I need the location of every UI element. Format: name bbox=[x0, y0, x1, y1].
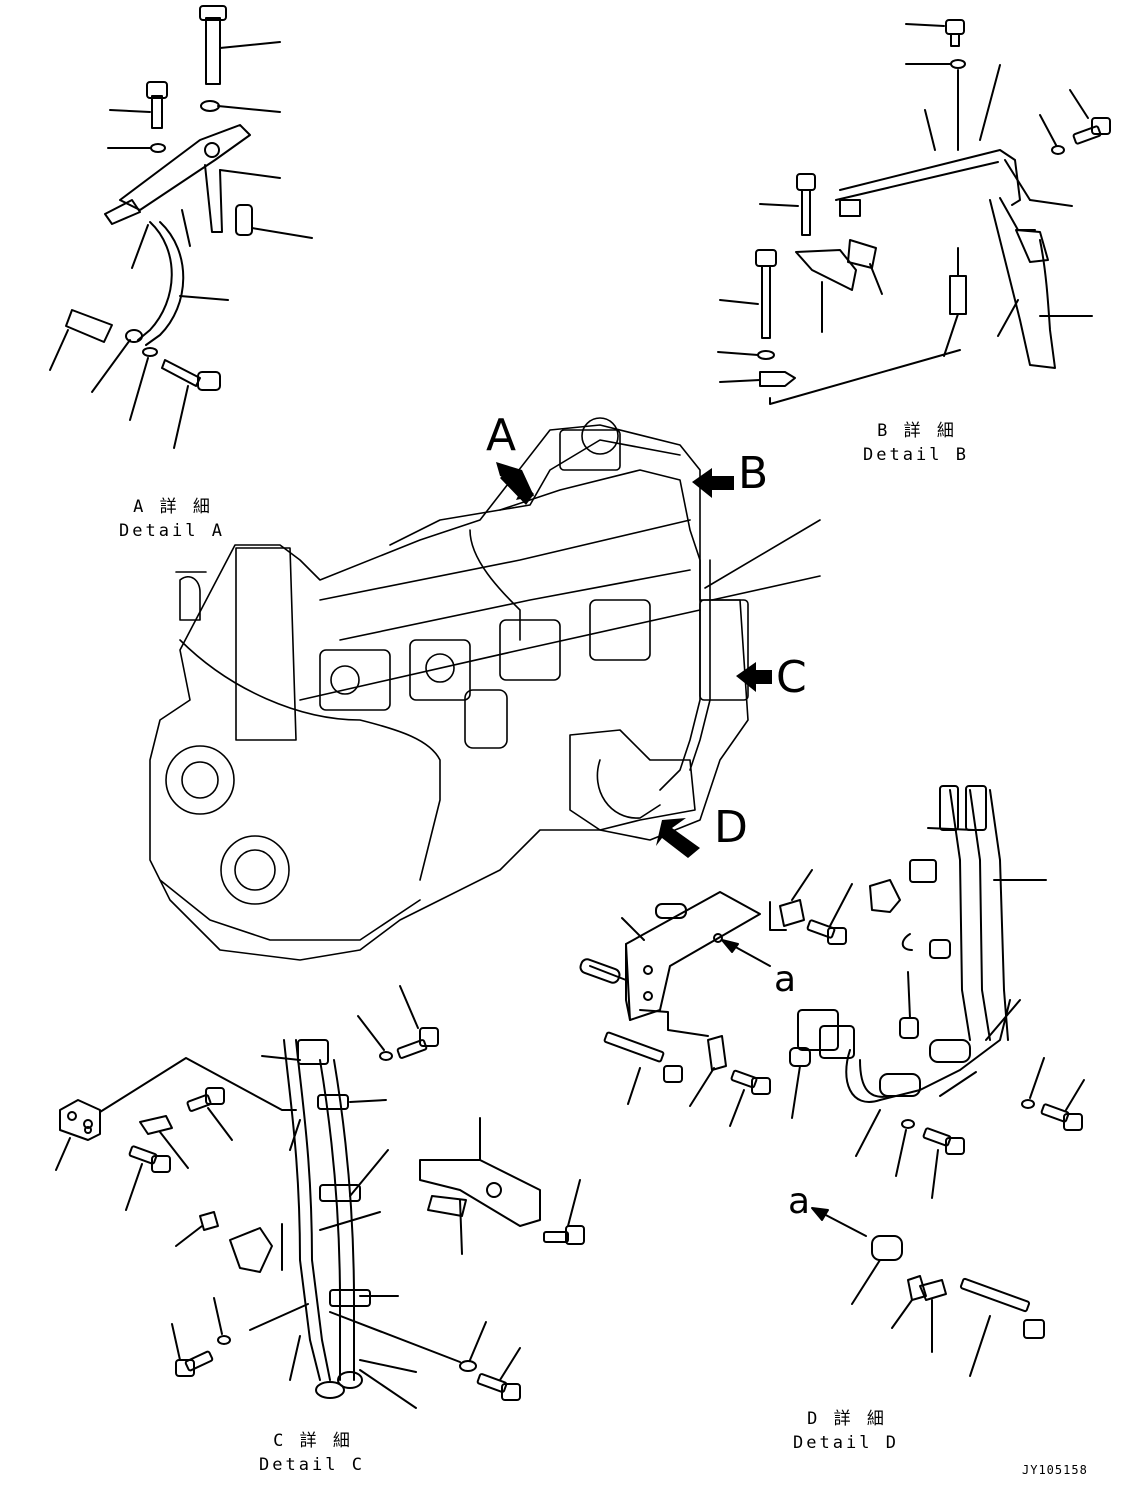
view-letter-c: C bbox=[776, 652, 807, 703]
detail-b-label-jp: B 詳 細 bbox=[877, 421, 957, 441]
view-arrow-c bbox=[736, 662, 772, 692]
detail-b-label-en: Detail B bbox=[863, 445, 969, 465]
direction-mark-a-upper: a bbox=[774, 959, 797, 1000]
view-letter-b: B bbox=[738, 448, 769, 499]
detail-b-drawing bbox=[717, 19, 1111, 405]
detail-c-label-jp: C 詳 細 bbox=[273, 1431, 353, 1451]
detail-c-label-en: Detail C bbox=[259, 1455, 365, 1475]
detail-c-drawing bbox=[55, 985, 585, 1409]
view-letter-a: A bbox=[486, 410, 517, 461]
detail-d-label-jp: D 詳 細 bbox=[807, 1409, 887, 1429]
engine-assembly bbox=[149, 417, 821, 961]
view-arrow-d bbox=[656, 818, 700, 858]
view-arrow-a bbox=[496, 462, 534, 505]
detail-d-drawing bbox=[579, 785, 1085, 1377]
view-letter-d: D bbox=[714, 802, 748, 853]
direction-mark-a-lower: a bbox=[788, 1181, 811, 1222]
detail-a-label-en: Detail A bbox=[119, 521, 225, 541]
drawing-code: JY105158 bbox=[1022, 1463, 1088, 1477]
view-arrow-b bbox=[692, 468, 734, 498]
detail-d-label-en: Detail D bbox=[793, 1433, 899, 1453]
detail-a-label-jp: A 詳 細 bbox=[133, 497, 213, 517]
detail-a-drawing bbox=[49, 5, 313, 449]
